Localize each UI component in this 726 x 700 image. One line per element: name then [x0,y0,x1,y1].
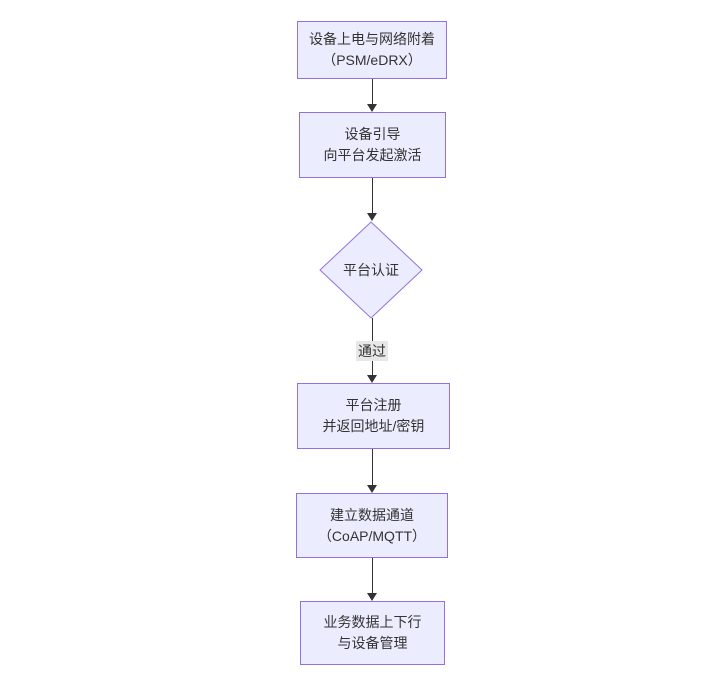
edge-a-b-line [372,79,373,104]
node-text-line: 向平台发起激活 [323,147,422,163]
arrow-down-icon [367,593,377,601]
arrow-down-icon [367,375,377,383]
node-text-line: （PSM/eDRX） [322,52,422,68]
node-device-power-network-attach: 设备上电与网络附着 （PSM/eDRX） [297,21,447,79]
node-text-line: 并返回地址/密钥 [322,418,425,434]
edge-e-f-line [372,558,373,593]
node-business-data-device-mgmt: 业务数据上下行 与设备管理 [300,601,445,665]
diamond-shape [319,221,423,319]
node-text-line: 业务数据上下行 [323,614,422,630]
node-text-line: 平台注册 [345,397,402,413]
node-platform-register: 平台注册 并返回地址/密钥 [297,383,450,449]
edge-d-e-line [372,449,373,485]
decision-platform-auth: 平台认证 [319,221,423,319]
arrow-down-icon [367,213,377,221]
node-text-line: 设备引导 [344,126,401,142]
node-text-line: 与设备管理 [337,635,408,651]
node-text-line: 设备上电与网络附着 [309,31,435,47]
node-data-channel: 建立数据通道 （CoAP/MQTT） [296,493,448,558]
node-device-bootstrap-activate: 设备引导 向平台发起激活 [299,112,446,178]
node-text-line: 平台认证 [343,262,399,278]
node-text-line: （CoAP/MQTT） [317,527,427,544]
node-text-line: 建立数据通道 [330,506,414,523]
edge-label-pass: 通过 [356,341,388,361]
arrow-down-icon [367,485,377,493]
edge-b-c-line [372,178,373,213]
arrow-down-icon [367,104,377,112]
